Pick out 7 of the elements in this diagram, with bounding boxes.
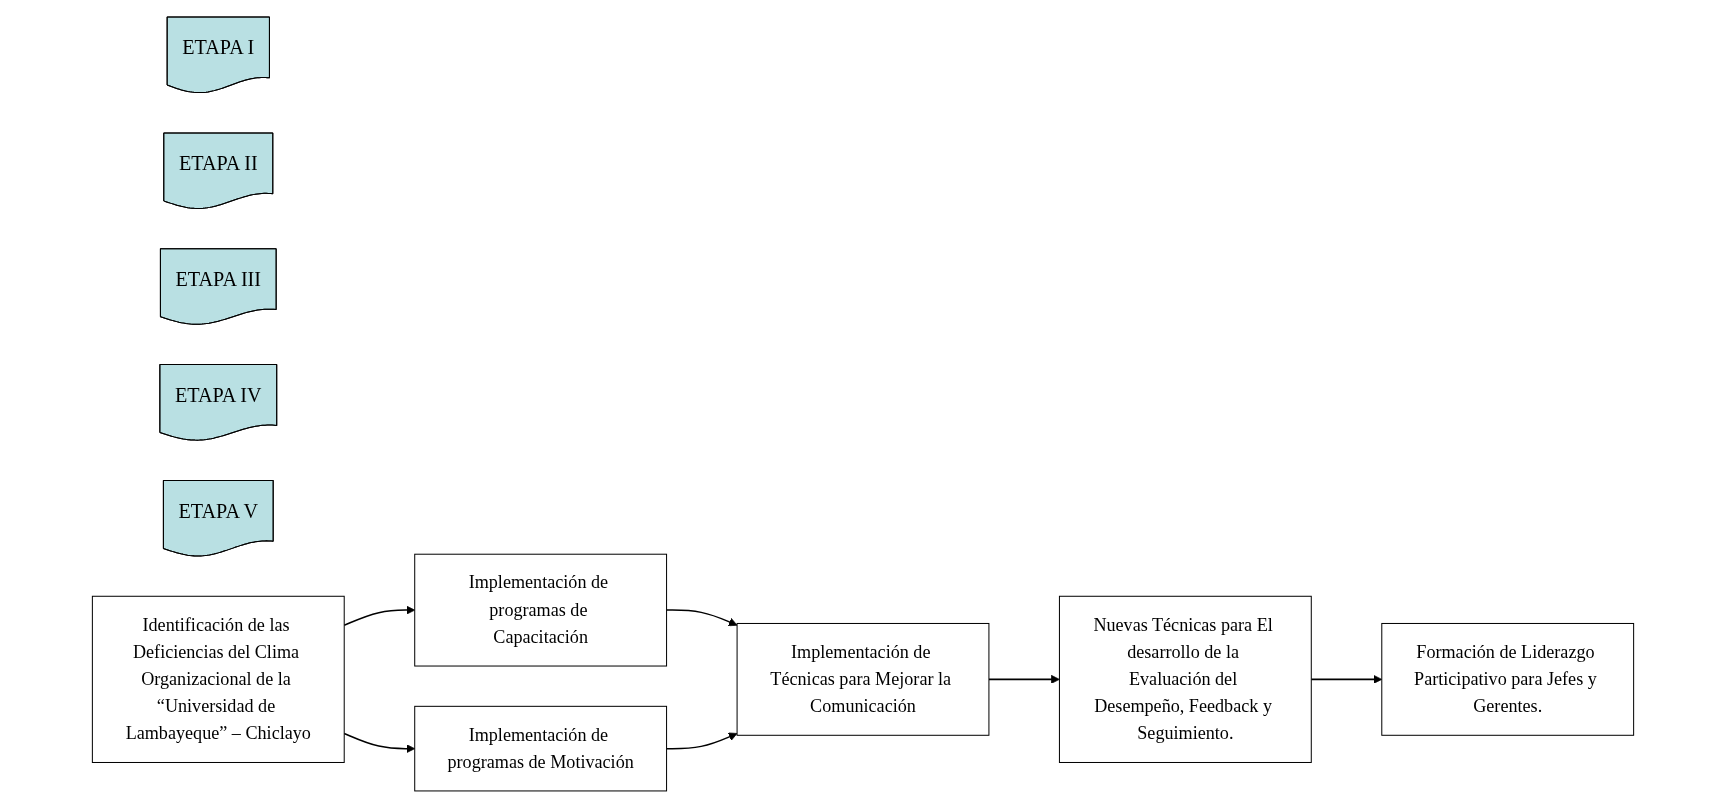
- arrow: [988, 674, 1060, 684]
- node-box: Implementación de Técnicas para Mejorar la Comunicación: [736, 622, 990, 736]
- node-box: Implementación de programas de Capacitación: [414, 553, 668, 667]
- node-box: Implementación de programas de Motivación: [414, 705, 668, 792]
- node-box: Identificación de las Deficiencias del Clima Organizacional de la “Universidad de Lambayeque” – Chiclayo: [91, 595, 345, 763]
- node-box: Nuevas Técnicas para El desarrollo de la Evaluación del Desempeño, Feedback y Seguimiento.: [1058, 595, 1312, 763]
- node-box: Formación de Liderazgo Participativo para Jefes y Gerentes.: [1381, 622, 1635, 736]
